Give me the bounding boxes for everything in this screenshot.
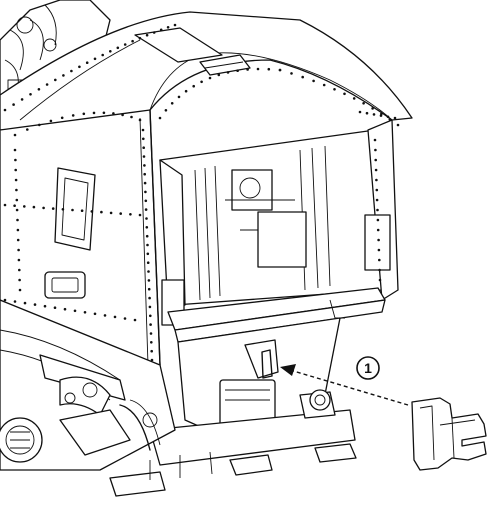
rivet-pattern (3, 23, 400, 362)
under-frame (109, 317, 357, 497)
cab-deck (167, 287, 386, 343)
coupler-part (411, 397, 487, 471)
cab-roof (0, 11, 413, 131)
running-gear (0, 299, 176, 471)
footstep-left (109, 471, 166, 497)
callout-1: 1 (356, 356, 380, 380)
cab-side-wall (0, 109, 161, 371)
insertion-arrow (280, 364, 409, 406)
arrow-head (280, 364, 296, 376)
cab-interior (159, 119, 399, 326)
callout-number: 1 (364, 360, 372, 376)
number-plate (44, 271, 86, 299)
footstep-far-right (314, 443, 357, 463)
footstep-right (229, 454, 273, 476)
